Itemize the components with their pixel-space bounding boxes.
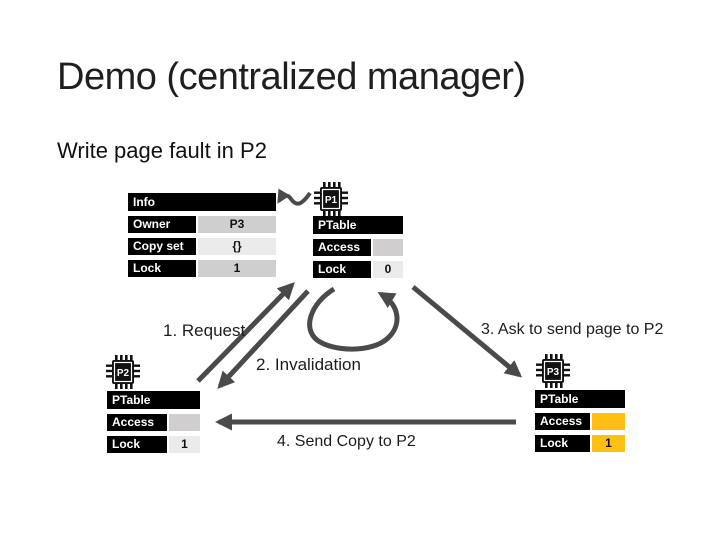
annotation-ask: 3. Ask to send page to P2 — [481, 321, 664, 338]
info-owner-label: Owner — [128, 216, 196, 233]
info-copyset-label: Copy set — [128, 238, 196, 255]
info-copyset-value: {} — [198, 238, 276, 255]
p1-access-label: Access — [313, 239, 371, 256]
info-table-header: Info — [128, 193, 276, 211]
p2-ptable-header: PTable — [107, 391, 200, 409]
annotation-send: 4. Send Copy to P2 — [277, 433, 416, 450]
p3-access-label: Access — [535, 413, 590, 430]
p2-cpu-chip-icon: P2 — [106, 355, 140, 389]
p1-lock-value: 0 — [373, 261, 403, 278]
p2-chip-label: P2 — [117, 368, 130, 379]
p1-to-info-curved-arrow — [277, 188, 312, 206]
p3-ptable-header: PTable — [535, 390, 625, 408]
ask-to-send-arrow — [411, 285, 523, 378]
p1-ptable-header: PTable — [313, 216, 403, 234]
p2-access-value — [169, 414, 200, 431]
slide-subtitle: Write page fault in P2 — [57, 138, 267, 163]
p1-lock-label: Lock — [313, 261, 371, 278]
p2-access-label: Access — [107, 414, 167, 431]
p1-cpu-chip-icon: P1 — [314, 182, 348, 216]
p3-lock-value-highlighted: 1 — [592, 435, 625, 452]
p2-lock-value: 1 — [169, 436, 200, 453]
annotation-request: 1. Request — [163, 321, 246, 340]
p1-ptable: PTable Access Lock 0 — [313, 216, 403, 278]
p3-cpu-chip-icon: P3 — [536, 354, 570, 388]
p3-lock-label: Lock — [535, 435, 590, 452]
p2-ptable: PTable Access Lock 1 — [107, 391, 200, 453]
p1-access-value — [373, 239, 403, 256]
p3-access-value-highlighted — [592, 413, 625, 430]
invalidation-self-loop-arrow — [307, 286, 400, 352]
p1-chip-label: P1 — [325, 195, 338, 206]
invalidation-reply-arrow — [217, 289, 310, 389]
request-arrow — [196, 282, 295, 383]
info-owner-value: P3 — [198, 216, 276, 233]
info-table: Info Owner P3 Copy set {} Lock 1 — [128, 193, 276, 277]
info-lock-label: Lock — [128, 260, 196, 277]
annotation-invalidation: 2. Invalidation — [256, 355, 361, 374]
p2-lock-label: Lock — [107, 436, 167, 453]
p3-chip-label: P3 — [547, 367, 560, 378]
slide-title: Demo (centralized manager) — [57, 56, 526, 98]
p3-ptable: PTable Access Lock 1 — [535, 390, 625, 452]
info-lock-value: 1 — [198, 260, 276, 277]
